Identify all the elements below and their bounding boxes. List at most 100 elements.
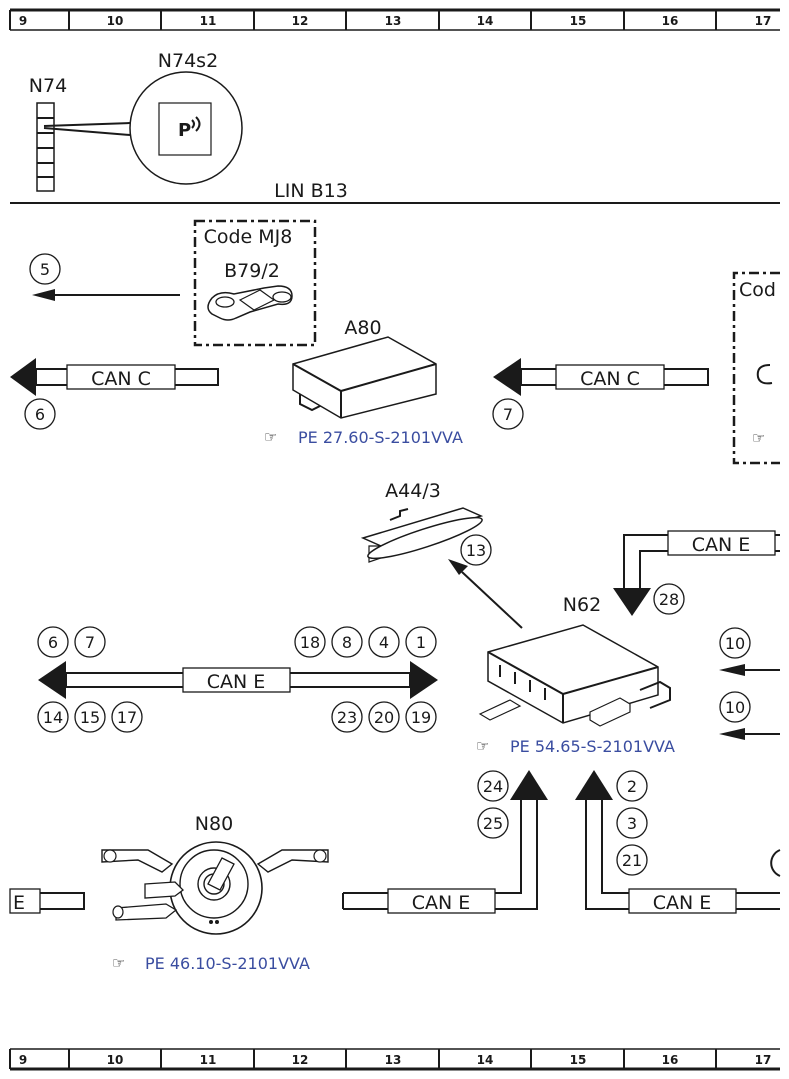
circle-6-lower [37,626,69,658]
grid-col-15-bottom: 15 [570,1053,587,1067]
grid-col-16-bottom: 16 [662,1053,679,1067]
arrow-from-10-upper [719,664,780,676]
circle-8 [331,626,363,658]
circle-23 [331,701,363,733]
a44-3-module: A44/3 [360,480,484,563]
circle-28-text: 28 [659,590,679,609]
circle-19 [405,701,437,733]
circle-20-text: 20 [374,708,394,727]
circle-18 [294,626,326,658]
grid-col-10: 10 [107,14,124,28]
circle-23-text: 23 [337,708,357,727]
circle-4-text: 4 [379,633,389,652]
circle-25 [477,807,509,839]
n62-reference-link[interactable]: ☞ PE 54.65-S-2101VVA [476,737,675,756]
grid-col-12: 12 [292,14,309,28]
circle-6-upper [24,398,56,430]
code-box-right: Cod ☞ [732,271,780,465]
circle-17-text: 17 [117,708,137,727]
n80-module: N80 [101,813,329,935]
grid-col-14-bottom: 14 [477,1053,494,1067]
circle-2-text: 2 [627,777,637,796]
can-e-bottom-mid-bus: CAN E [342,770,548,914]
bottom-grid-bar: 9 10 11 12 13 14 15 16 17 [9,1048,780,1071]
grid-col-17-bottom: 17 [755,1053,772,1067]
circle-7-lower [74,626,106,658]
grid-col-13-bottom: 13 [385,1053,402,1067]
n80-reference-link[interactable]: ☞ PE 46.10-S-2101VVA [112,954,310,973]
circle-13-text: 13 [466,541,486,560]
grid-col-11: 11 [200,14,217,28]
n62-reference-text[interactable]: PE 54.65-S-2101VVA [510,737,675,756]
can-c-right-bus: CAN C [493,358,709,396]
can-e-middle-label: CAN E [207,671,266,693]
circle-25-text: 25 [483,814,503,833]
circle-2 [616,770,648,802]
a80-label: A80 [344,317,381,339]
circle-1 [405,626,437,658]
code-box-right-label: Cod [739,279,776,301]
grid-col-16: 16 [662,14,679,28]
pointing-hand-icon-right: ☞ [752,429,765,447]
can-e-bottom-left-bus: E [9,888,85,914]
can-e-bottom-mid-label: CAN E [412,892,471,914]
grid-col-9-bottom: 9 [19,1053,27,1067]
can-e-middle-bus: CAN E [38,661,438,699]
circle-21 [616,844,648,876]
circle-5 [29,253,61,285]
n80-label: N80 [195,813,233,835]
lin-bus-label: LIN B13 [274,180,348,202]
grid-col-14: 14 [477,14,494,28]
signal-waves-icon [191,116,201,132]
can-c-left-label: CAN C [91,368,151,390]
circle-15 [74,701,106,733]
a44-3-label: A44/3 [385,480,441,502]
circle-1-text: 1 [416,633,426,652]
circle-6-lower-text: 6 [48,633,58,652]
circle-8-text: 8 [342,633,352,652]
arrow-to-a44-3 [448,559,523,629]
can-e-top-right-label: CAN E [692,534,751,556]
circle-14-text: 14 [43,708,63,727]
grid-col-9: 9 [19,14,27,28]
b79-2-sensor-icon [207,285,293,321]
circle-partial-right [770,849,781,877]
pointing-hand-icon-n80: ☞ [112,954,125,972]
n62-label: N62 [563,594,601,616]
can-e-bottom-left-label: E [13,892,25,914]
pointing-hand-icon-n62: ☞ [476,737,489,755]
circle-3 [616,807,648,839]
circle-10-upper [719,627,751,659]
b79-2-label: B79/2 [224,260,280,282]
parking-p-icon: P [178,120,191,141]
n74s2-label: N74s2 [158,50,218,72]
a80-reference-text[interactable]: PE 27.60-S-2101VVA [298,428,463,447]
circle-24-text: 24 [483,777,503,796]
circle-10-lower-text: 10 [725,698,745,717]
grid-col-15: 15 [570,14,587,28]
circle-5-text: 5 [40,260,50,279]
circle-19-text: 19 [411,708,431,727]
code-mj8-box: Code MJ8 B79/2 [193,219,317,347]
n74s2-switch: N74s2 P [129,50,243,185]
a80-reference-link[interactable]: ☞ PE 27.60-S-2101VVA [264,428,463,447]
circle-3-text: 3 [627,814,637,833]
a80-module: A80 [292,317,437,419]
n80-reference-text[interactable]: PE 46.10-S-2101VVA [145,954,310,973]
circle-4 [368,626,400,658]
circle-6-upper-text: 6 [35,405,45,424]
can-e-bottom-right-label: CAN E [653,892,712,914]
grid-col-17: 17 [755,14,772,28]
can-c-left-bus: CAN C [10,358,219,396]
circle-18-text: 18 [300,633,320,652]
circle-24 [477,770,509,802]
n74-label: N74 [29,75,67,97]
top-grid-bar: 9 10 11 12 13 14 15 16 17 [9,8,780,31]
grid-col-10-bottom: 10 [107,1053,124,1067]
circle-13 [460,534,492,566]
circle-21-text: 21 [622,851,642,870]
circle-10-upper-text: 10 [725,634,745,653]
arrow-to-5 [32,289,180,301]
can-e-top-right-bus: CAN E [613,530,780,616]
